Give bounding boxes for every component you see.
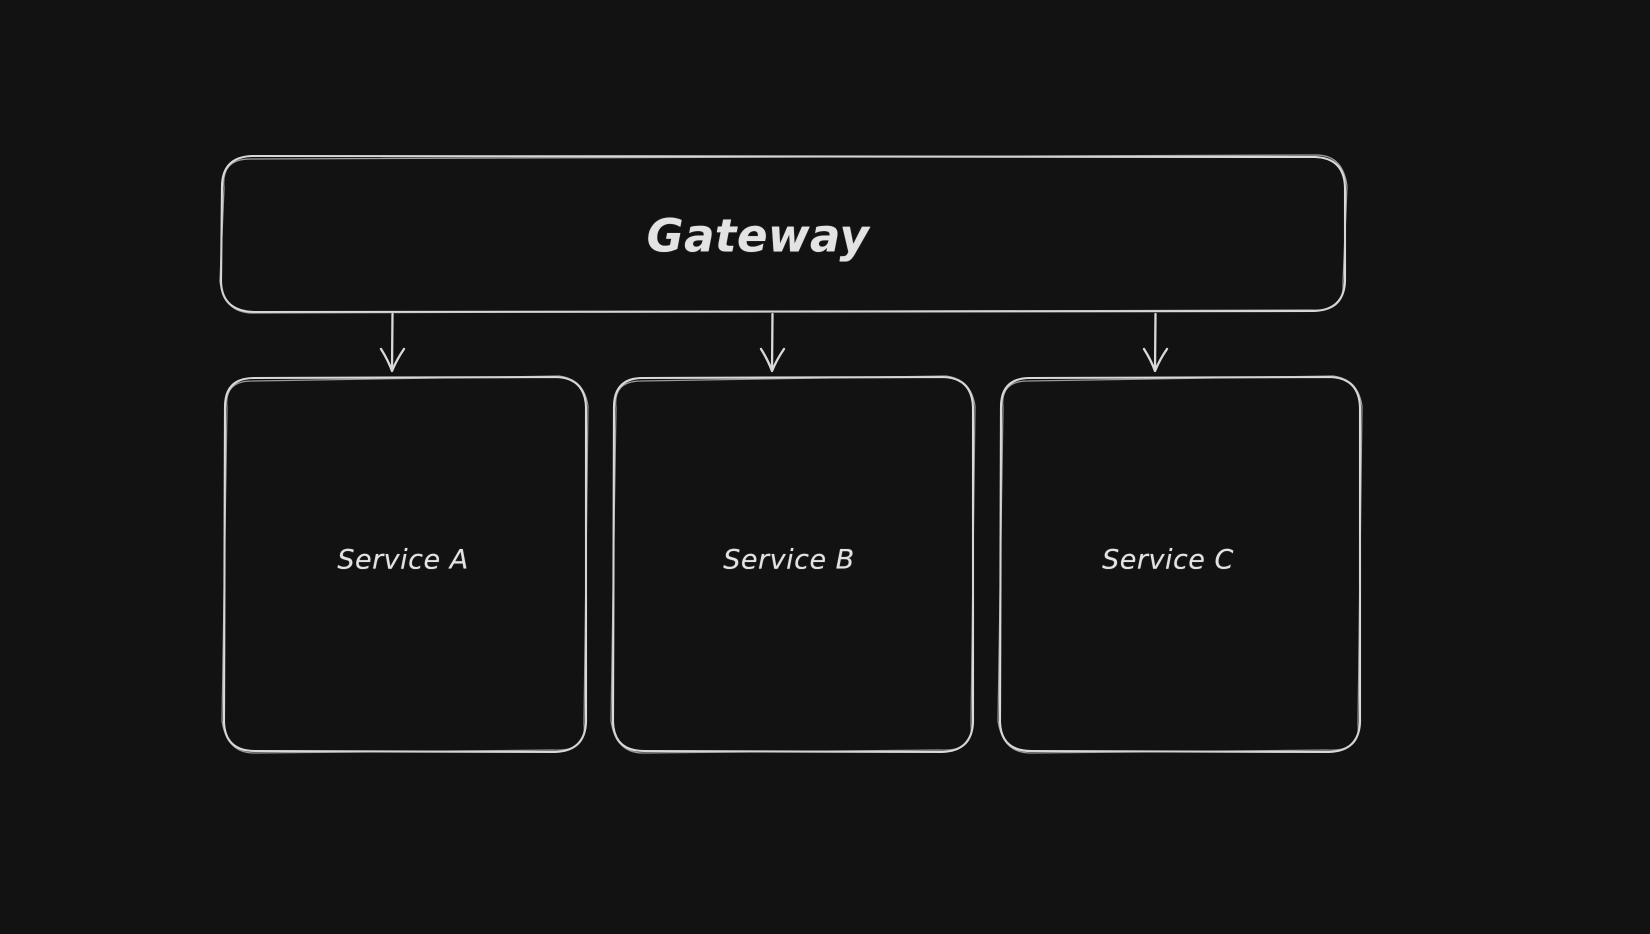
edge-gateway-service-a-arrowhead [379, 347, 406, 373]
service-b-outline-stroke-2 [610, 375, 976, 754]
gateway-outline-stroke-2 [219, 154, 1348, 314]
service-c-outline-stroke-1 [998, 375, 1362, 754]
edge-gateway-service-a-line [390, 312, 394, 372]
edge-gateway-service-a[interactable] [379, 312, 406, 373]
node-gateway-shape[interactable] [219, 154, 1348, 314]
node-service-a-shape[interactable] [221, 375, 589, 754]
service-c-outline-stroke-2 [997, 375, 1363, 754]
edge-gateway-service-b-line [770, 312, 774, 372]
node-service-c-shape[interactable] [997, 375, 1363, 754]
node-gateway[interactable] [221, 155, 1345, 312]
service-a-outline-stroke-2 [221, 375, 589, 754]
edge-gateway-service-c-arrowhead [1142, 347, 1169, 373]
node-service-b[interactable] [613, 377, 973, 752]
node-service-c[interactable] [1000, 377, 1360, 752]
gateway-outline-stroke-1 [219, 154, 1347, 314]
service-a-outline-stroke-1 [222, 375, 588, 754]
service-b-outline-stroke-1 [611, 375, 975, 754]
edge-gateway-service-c-line [1153, 312, 1157, 372]
node-service-b-shape[interactable] [610, 375, 976, 754]
edge-gateway-service-b[interactable] [759, 312, 786, 373]
node-service-a[interactable] [224, 377, 586, 752]
edge-gateway-service-b-arrowhead [759, 347, 786, 373]
edge-gateway-service-c[interactable] [1142, 312, 1169, 373]
